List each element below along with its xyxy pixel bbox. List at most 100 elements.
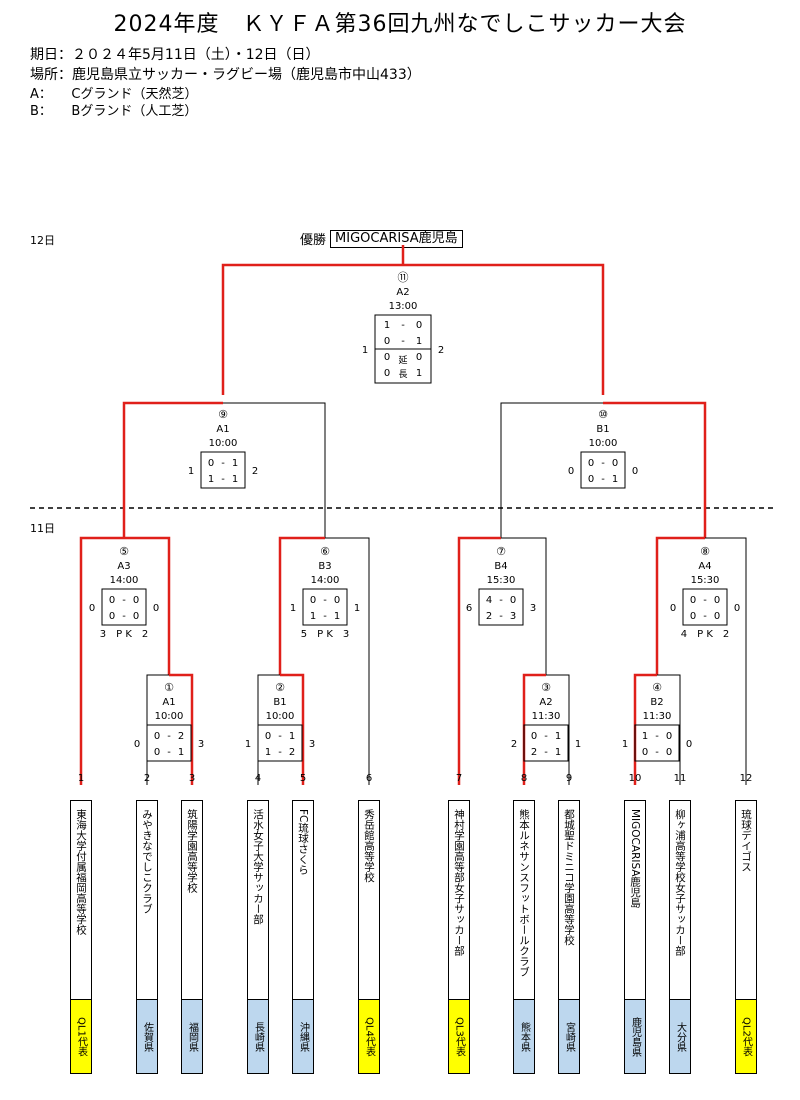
total-left-m6: 1 (290, 603, 296, 614)
total-left-m5: 0 (89, 603, 95, 614)
total-right-m2: 3 (309, 739, 315, 750)
score-right-m11: 1 (416, 336, 422, 347)
r1-3-right (546, 674, 570, 785)
score-left-m1: 0 (154, 747, 160, 758)
team-number-8: 8 (521, 773, 527, 784)
score-left-m7: 2 (486, 611, 492, 622)
total-right-m3: 1 (575, 739, 581, 750)
final-line-left (221, 263, 403, 395)
match-venue-m1: A1 (162, 697, 175, 708)
score-box-m9 (200, 451, 246, 489)
qualifier-badge: QL4代表 (358, 999, 380, 1074)
day-label-11: 11日 (30, 522, 55, 535)
score-right-m9: 1 (232, 474, 238, 485)
score-left-m9: 0 (208, 458, 214, 469)
final-line-right (403, 263, 605, 395)
score-dash-m5: - (122, 611, 126, 622)
score-left-m3: 0 (531, 731, 537, 742)
qf7-right (501, 537, 547, 675)
score-dash-m3: - (544, 747, 548, 758)
qualifier-badge: QL2代表 (735, 999, 757, 1074)
match-number-m10: ⑩ (598, 408, 608, 421)
score-box-m2 (257, 724, 303, 762)
match-time-m8: 15:30 (691, 575, 720, 586)
qf8-left (655, 536, 705, 675)
match-time-m3: 11:30 (532, 711, 561, 722)
prefecture-badge: 宮崎県 (558, 999, 580, 1074)
match-time-m2: 10:00 (266, 711, 295, 722)
prefecture-badge: 佐賀県 (136, 999, 158, 1074)
score-right-m4: 0 (666, 747, 672, 758)
score-right-m7: 0 (510, 595, 516, 606)
team-name-box: みやきなでしこクラブ (136, 800, 158, 1000)
team-name: 活水女子大学サッカー部 (252, 809, 264, 925)
total-left-m9: 1 (188, 466, 194, 477)
match-time-m11: 13:00 (389, 301, 418, 312)
score-left-m11: 1 (384, 320, 390, 331)
score-dash-m6: - (323, 595, 327, 606)
total-right-m1: 3 (198, 739, 204, 750)
score-right-m6: 0 (334, 595, 340, 606)
total-right-m6: 1 (354, 603, 360, 614)
match-number-m1: ① (164, 681, 174, 694)
total-left-m8: 0 (670, 603, 676, 614)
score-left-m4: 0 (642, 747, 648, 758)
score-dash-m9: - (221, 458, 225, 469)
score-dash-m4: - (655, 747, 659, 758)
score-left-m9: 1 (208, 474, 214, 485)
prefecture-label: 鹿児島県 (629, 1016, 641, 1057)
score-left-m2: 0 (265, 731, 271, 742)
team-name-box: 筑陽学園高等学校 (181, 800, 203, 1000)
team-name: 東海大学付属福岡高等学校 (75, 809, 87, 935)
r1-4-right (657, 674, 681, 785)
score-dash-m10: - (601, 474, 605, 485)
team-name-box: 琉球デイゴス (735, 800, 757, 1000)
qualifier-badge: QL3代表 (448, 999, 470, 1074)
match-number-m11: ⑪ (398, 271, 409, 284)
score-box-m5 (101, 588, 147, 626)
team-name-box: MIGOCARISA鹿児島 (624, 800, 646, 1000)
team-number-6: 6 (366, 773, 372, 784)
score-left-m7: 4 (486, 595, 492, 606)
score-dash-m1: - (167, 747, 171, 758)
qf8-right (705, 537, 747, 785)
score-right-m1: 2 (178, 731, 184, 742)
match-time-m7: 15:30 (487, 575, 516, 586)
team-name-box: FC琉球さくら (292, 800, 314, 1000)
prefecture-label: 宮崎県 (563, 1021, 575, 1052)
score-right-m9: 1 (232, 458, 238, 469)
pk-result-m8: 4 P K 2 (681, 629, 730, 640)
score-left-m5: 0 (109, 595, 115, 606)
total-right-m7: 3 (530, 603, 536, 614)
score-left-m11: 0 (384, 368, 390, 379)
total-right-m5: 0 (153, 603, 159, 614)
score-right-m8: 0 (714, 595, 720, 606)
team-number-2: 2 (144, 773, 150, 784)
score-right-m1: 1 (178, 747, 184, 758)
score-box-m7 (478, 588, 524, 626)
total-right-m4: 0 (686, 739, 692, 750)
score-right-m2: 1 (289, 731, 295, 742)
qf6-left (278, 536, 325, 675)
r1-2-right (280, 673, 305, 785)
total-left-m3: 2 (511, 739, 517, 750)
team-name: 神村学園高等部女子サッカー部 (453, 809, 465, 956)
team-name-box: 神村学園高等部女子サッカー部 (448, 800, 470, 1000)
semi2-line-left (500, 402, 603, 538)
team-name: 琉球デイゴス (740, 809, 752, 872)
match-venue-m6: B3 (318, 561, 331, 572)
team-number-1: 1 (78, 773, 84, 784)
match-number-m6: ⑥ (320, 545, 330, 558)
team-name: 都城聖ドミニコ学園高等学校 (563, 809, 575, 946)
match-number-m4: ④ (652, 681, 662, 694)
extra-time-m11: 延 (398, 354, 407, 366)
score-dash-m9: - (221, 474, 225, 485)
prefecture-badge: 長崎県 (247, 999, 269, 1074)
score-left-m10: 0 (588, 458, 594, 469)
team-number-12: 12 (740, 773, 753, 784)
match-venue-m9: A1 (216, 424, 229, 435)
score-dash-m1: - (167, 731, 171, 742)
score-left-m2: 1 (265, 747, 271, 758)
team-number-11: 11 (674, 773, 687, 784)
match-venue-m10: B1 (596, 424, 609, 435)
